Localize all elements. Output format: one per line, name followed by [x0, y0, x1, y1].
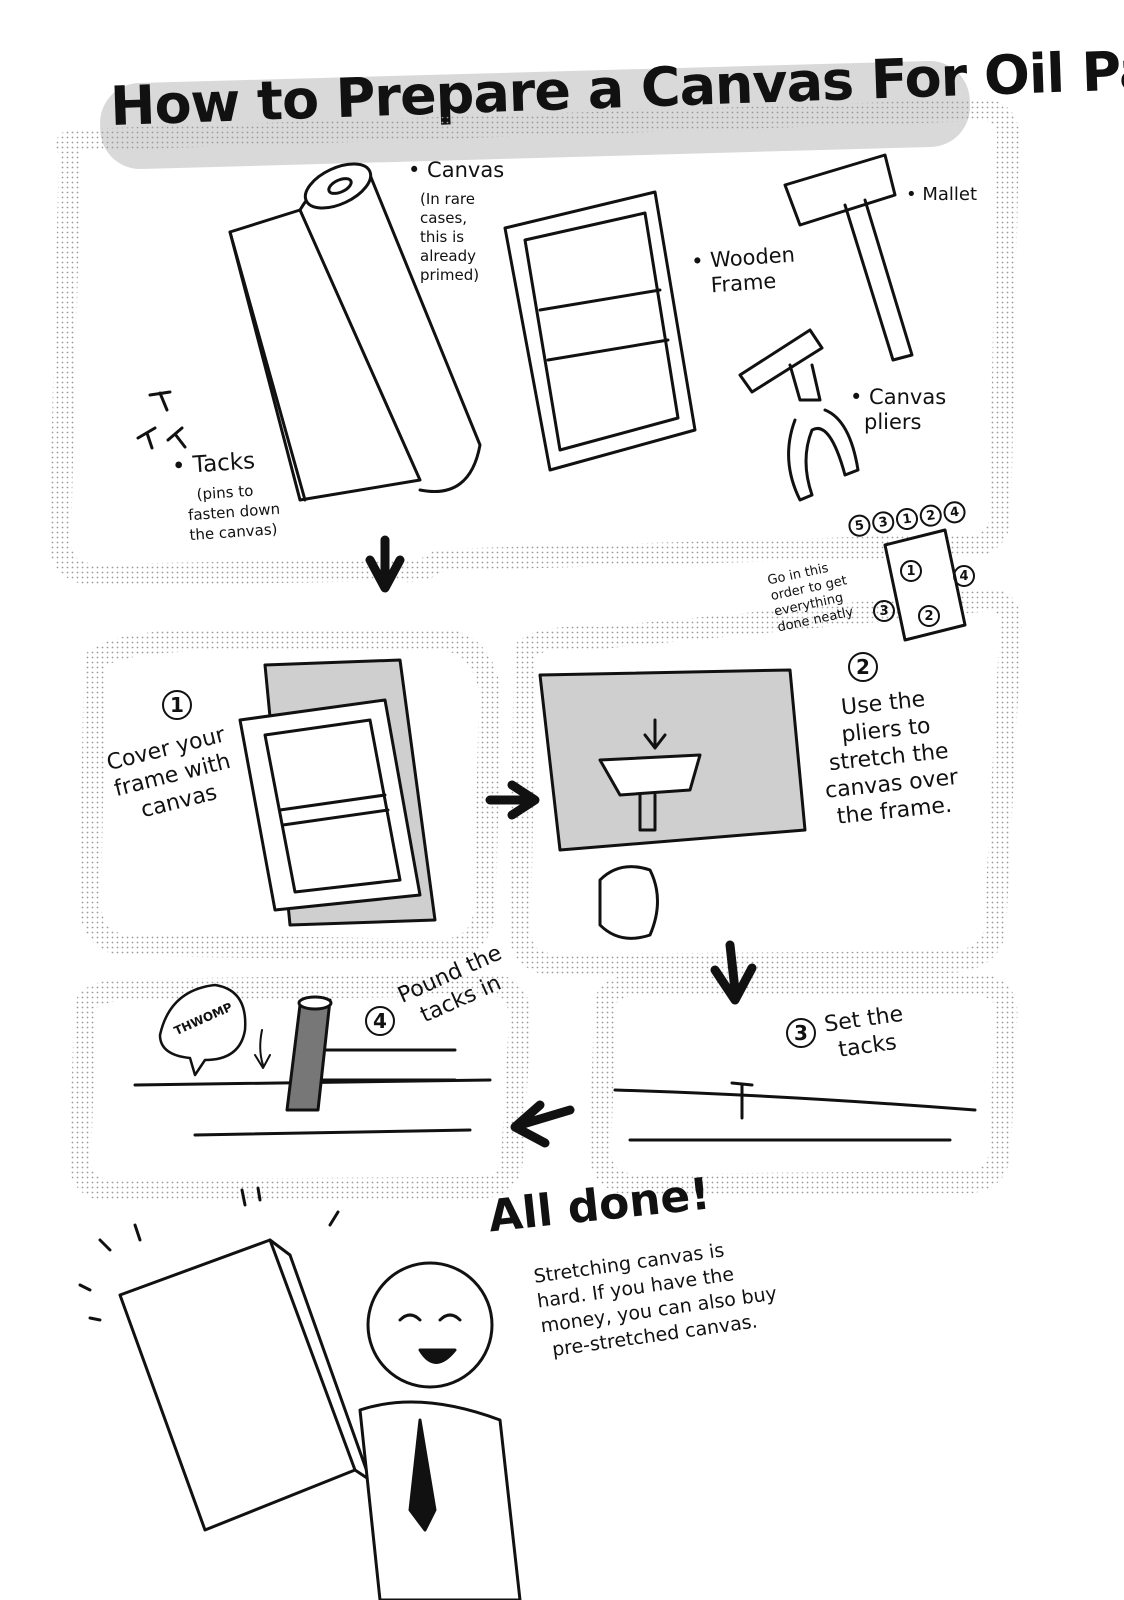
order-mark: 4 [953, 565, 975, 587]
arrow-down-2 [710, 940, 757, 1005]
tack-1 [148, 390, 172, 412]
order-diagram-board [883, 528, 967, 642]
canvas-pliers [738, 328, 824, 394]
pliers-label-line: • Canvas [850, 385, 947, 409]
character-head [366, 1261, 494, 1389]
order-bubble: 1 [894, 506, 920, 532]
tack-2 [136, 426, 157, 450]
tacks-note: (pins to fasten down the canvas) [186, 479, 282, 545]
arrow-down-1 [365, 535, 405, 593]
step2-number: 2 [848, 652, 878, 682]
step1-number: 1 [162, 690, 192, 720]
order-bubble: 2 [918, 503, 944, 529]
character-body [358, 1400, 522, 1600]
order-mark: 1 [900, 560, 922, 582]
tack-3 [166, 426, 187, 449]
order-mark: 2 [918, 605, 940, 627]
canvas-note: (In rare cases, this is already primed) [420, 190, 479, 285]
canvas-label: • Canvas [408, 158, 505, 182]
step1-panel-outline [79, 629, 501, 961]
mallet-pounding [285, 998, 332, 1112]
mallet [783, 153, 897, 227]
order-bubble: 4 [942, 499, 967, 525]
canvas-note-line: primed) [420, 266, 480, 284]
canvas-roll [228, 208, 422, 502]
materials-panel-outline [49, 99, 1020, 586]
step3-number: 3 [786, 1018, 816, 1048]
tie [408, 1418, 437, 1532]
step3-panel-outline [589, 974, 1018, 1196]
hand [598, 865, 659, 940]
frame-label: • Wooden Frame [690, 242, 797, 299]
order-bubble: 5 [847, 513, 872, 539]
canvas-note-line: cases, [420, 209, 468, 227]
finished-canvas [118, 1238, 357, 1532]
wooden-frame [503, 190, 697, 472]
set-tack [730, 1081, 754, 1120]
sfx-bubble [158, 983, 247, 1077]
step3-text: Set the tacks [823, 1001, 909, 1066]
order-bubble: 3 [870, 509, 896, 535]
order-mark: 3 [873, 600, 895, 622]
step2-text: Use the pliers to stretch the canvas ove… [815, 683, 962, 831]
step4-number: 4 [365, 1006, 395, 1036]
canvas-note-line: this is [420, 228, 465, 246]
arrow-left [510, 1100, 575, 1148]
canvas-note-line: (In rare [420, 190, 475, 208]
arrow-right [485, 780, 540, 820]
pliers-label-line: pliers [864, 410, 922, 434]
step4-panel-outline [69, 974, 531, 1201]
canvas-note-line: already [420, 247, 477, 265]
mallet-label: • Mallet [906, 184, 978, 205]
step2-panel-outline [509, 589, 1022, 976]
pliers-label: • Canvas pliers [850, 385, 946, 435]
